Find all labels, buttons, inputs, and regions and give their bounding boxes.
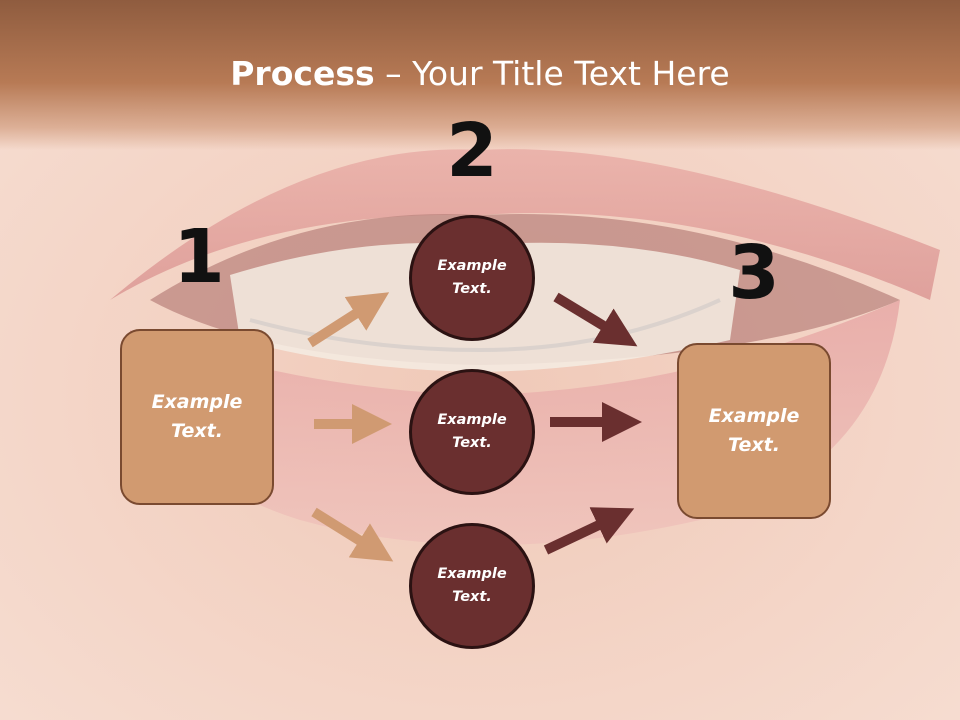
step-number-1: 1 [173, 214, 225, 300]
slide-title: Process – Your Title Text Here [0, 50, 960, 98]
title-bold: Process [230, 54, 375, 93]
arrow-to-item-3 [311, 507, 394, 562]
step-1-box: Example Text. [120, 329, 274, 505]
arrow-from-item-3 [543, 507, 635, 555]
step-number-2: 2 [446, 108, 498, 194]
title-band [0, 0, 960, 150]
step-2-item-3: Example Text. [409, 523, 535, 649]
title-rest: – Your Title Text Here [374, 54, 730, 93]
step-number-3: 3 [728, 230, 780, 316]
arrow-to-item-1 [307, 292, 390, 348]
step-3-box: Example Text. [677, 343, 831, 519]
arrow-from-item-1 [553, 292, 638, 347]
step-2-item-2: Example Text. [409, 369, 535, 495]
step-2-item-1: Example Text. [409, 215, 535, 341]
